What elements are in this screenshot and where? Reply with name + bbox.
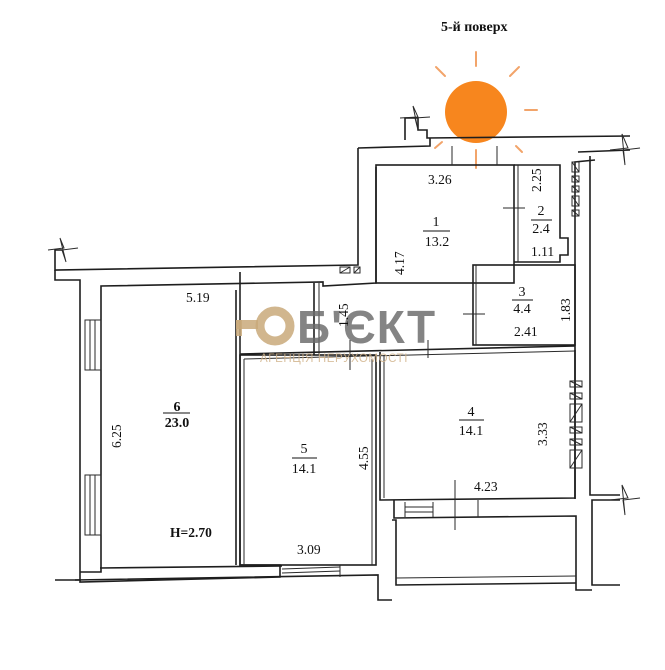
- svg-text:3: 3: [519, 285, 526, 300]
- key-icon: [236, 306, 295, 346]
- dim-room5-height: 4.55: [356, 446, 371, 470]
- dim-room4-width: 4.23: [474, 479, 498, 494]
- svg-text:2.4: 2.4: [532, 222, 550, 237]
- agency-watermark: Б'ЄКТ АГЕНЦІЯ НЕРУХОМОСТІ: [236, 301, 436, 365]
- dim-room4-height: 3.33: [535, 422, 550, 446]
- dim-room1-height: 4.17: [392, 251, 407, 275]
- dim-corridor-height: 1.45: [336, 303, 351, 327]
- svg-text:4: 4: [468, 405, 475, 420]
- svg-text:14.1: 14.1: [292, 462, 317, 477]
- watermark-brand: Б'ЄКТ: [297, 301, 436, 353]
- svg-text:14.1: 14.1: [459, 424, 484, 439]
- dim-room5-width: 3.09: [297, 542, 321, 557]
- svg-text:4.4: 4.4: [513, 302, 531, 317]
- room-3-label: 3 4.4: [512, 285, 533, 317]
- dim-room2-width: 1.11: [531, 244, 554, 259]
- floor-label: 5-й поверх: [441, 20, 508, 35]
- ceiling-height: H=2.70: [170, 525, 212, 540]
- dim-room6-width: 5.19: [186, 290, 210, 305]
- dim-room3-height: 1.83: [558, 298, 573, 322]
- sun-icon: [434, 51, 538, 169]
- vent-shafts: [339, 161, 583, 469]
- room-5-label: 5 14.1: [292, 442, 317, 477]
- svg-text:6: 6: [174, 400, 181, 415]
- svg-text:13.2: 13.2: [425, 235, 450, 250]
- interior-walls: [47, 105, 641, 591]
- watermark-subtitle: АГЕНЦІЯ НЕРУХОМОСТІ: [260, 353, 408, 365]
- dim-room2-height: 2.25: [529, 168, 544, 192]
- dim-room3-width: 2.41: [514, 324, 538, 339]
- room-1-label: 1 13.2: [423, 215, 450, 250]
- room-6-label: 6 23.0: [163, 400, 190, 431]
- dim-room1-width: 3.26: [428, 172, 452, 187]
- room-2-label: 2 2.4: [531, 204, 552, 237]
- dim-room6-height: 6.25: [109, 424, 124, 448]
- room-4-label: 4 14.1: [459, 405, 484, 439]
- svg-text:5: 5: [301, 442, 308, 457]
- svg-text:2: 2: [538, 204, 545, 219]
- svg-text:23.0: 23.0: [165, 416, 190, 431]
- svg-text:1: 1: [433, 215, 440, 230]
